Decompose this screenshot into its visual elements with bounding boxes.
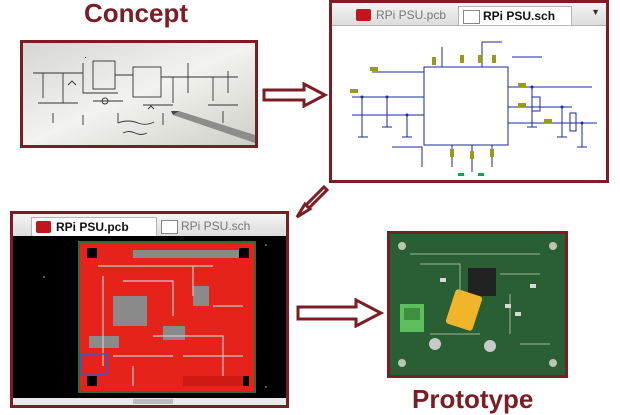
tab-schematic[interactable]: RPi PSU.sch — [458, 6, 572, 25]
prototype-board-photo — [387, 231, 568, 378]
assembled-pcb-image — [390, 234, 565, 375]
tab-pcb[interactable]: RPi PSU.pcb — [31, 217, 157, 236]
schematic-editor-window: RPi PSU.pcb RPi PSU.sch ▼ — [329, 0, 609, 183]
pcb-icon — [356, 9, 371, 21]
flow-arrow-icon — [262, 82, 328, 108]
tab-label: RPi PSU.sch — [483, 9, 556, 23]
pcb-canvas[interactable] — [13, 236, 286, 405]
pcb-icon — [36, 221, 51, 233]
tab-pcb[interactable]: RPi PSU.pcb — [352, 6, 464, 25]
schematic-canvas[interactable] — [332, 27, 606, 182]
flow-arrow-icon — [296, 298, 384, 328]
flow-arrow-icon — [292, 182, 332, 222]
pcb-editor-window: RPi PSU.pcb RPi PSU.sch — [10, 211, 289, 408]
tab-label: RPi PSU.pcb — [56, 220, 129, 234]
tab-schematic[interactable]: RPi PSU.sch — [157, 217, 277, 236]
tab-bar: RPi PSU.pcb RPi PSU.sch ▼ — [332, 3, 606, 26]
tab-label: RPi PSU.pcb — [376, 8, 447, 22]
prototype-title: Prototype — [412, 384, 534, 414]
tab-bar: RPi PSU.pcb RPi PSU.sch — [13, 214, 286, 237]
hand-drawn-schematic-sketch — [23, 43, 255, 145]
schematic-icon — [463, 10, 480, 24]
concept-sketch-image — [20, 40, 258, 148]
tab-label: RPi PSU.sch — [181, 219, 251, 233]
concept-title: Concept — [84, 0, 188, 28]
chevron-down-icon[interactable]: ▼ — [591, 7, 600, 17]
schematic-icon — [161, 220, 178, 234]
